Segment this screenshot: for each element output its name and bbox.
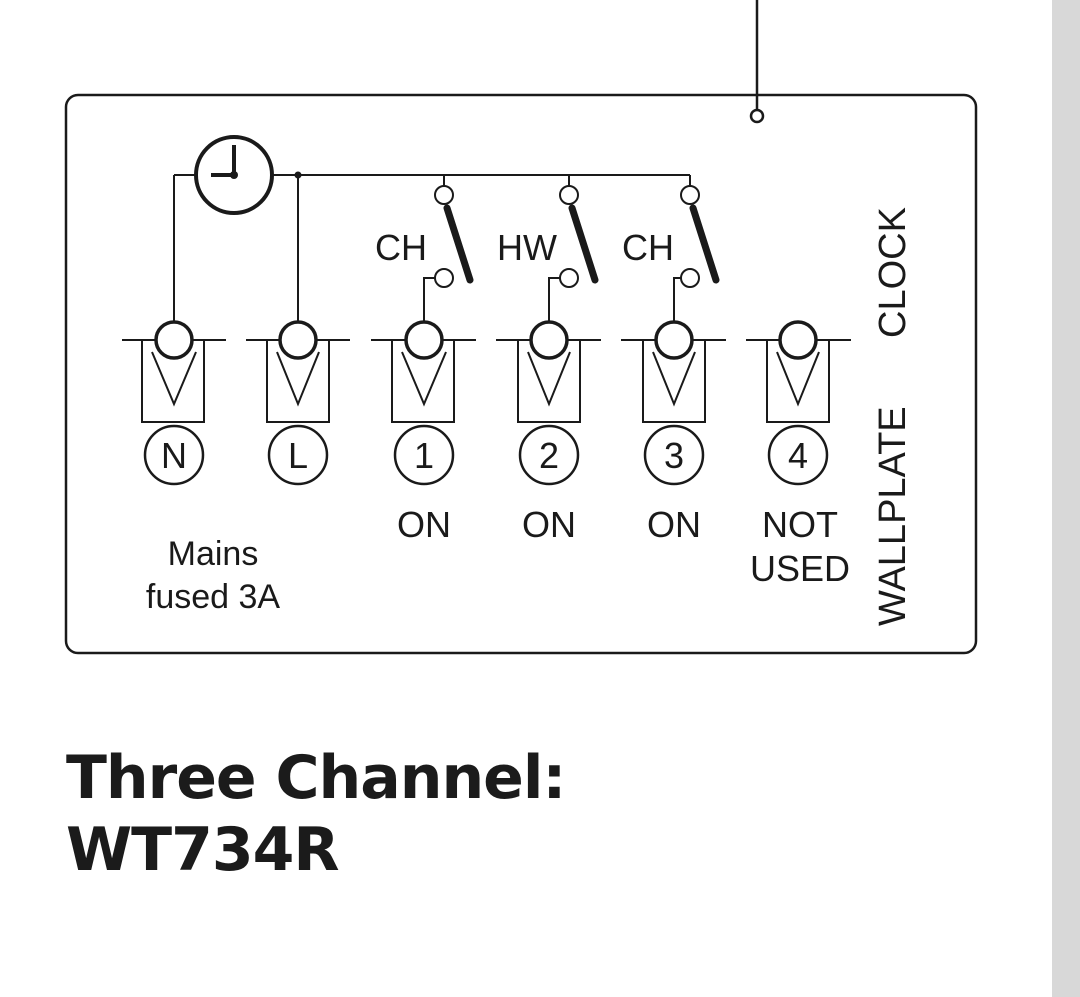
terminal-label-n: N [161,435,187,476]
vertical-label-wallplate: WALLPLATE [872,406,914,626]
scrollbar[interactable] [1052,0,1080,997]
switch-label-2: HW [497,227,557,268]
terminal-label-2: 2 [539,435,559,476]
switch-label-1: CH [375,227,427,268]
caption-1: ON [397,504,451,545]
mains-label-line1: Mains [168,535,259,573]
terminal-label-4: 4 [788,435,808,476]
lead-terminal [749,108,765,124]
terminal-block-3 [621,320,726,486]
clock-icon [173,135,274,322]
switch-label-3: CH [622,227,674,268]
terminal-label-1: 1 [414,435,434,476]
terminal-block-1 [371,320,476,486]
terminal-block-2 [496,320,601,486]
common-bus [272,171,691,322]
terminal-label-3: 3 [664,435,684,476]
terminal-label-l: L [288,435,308,476]
terminal-block-l [246,320,350,486]
wallplate-outline [64,93,978,655]
switch-hw-2 [548,185,599,322]
terminal-block-4 [746,320,851,486]
caption-2: ON [522,504,576,545]
title-line-2: WT734R [66,815,340,885]
wiring-diagram: CH HW CH [64,0,978,655]
caption-3: ON [647,504,701,545]
page-title: Three Channel: WT734R [66,742,566,886]
terminal-block-n [122,320,226,486]
vertical-label-clock: CLOCK [872,207,914,338]
switch-ch-1 [423,185,474,322]
title-line-1: Three Channel: [66,743,566,813]
switch-ch-3 [673,185,720,322]
caption-4-line2: USED [750,548,850,589]
caption-4-line1: NOT [762,504,838,545]
mains-label-line2: fused 3A [146,578,281,616]
